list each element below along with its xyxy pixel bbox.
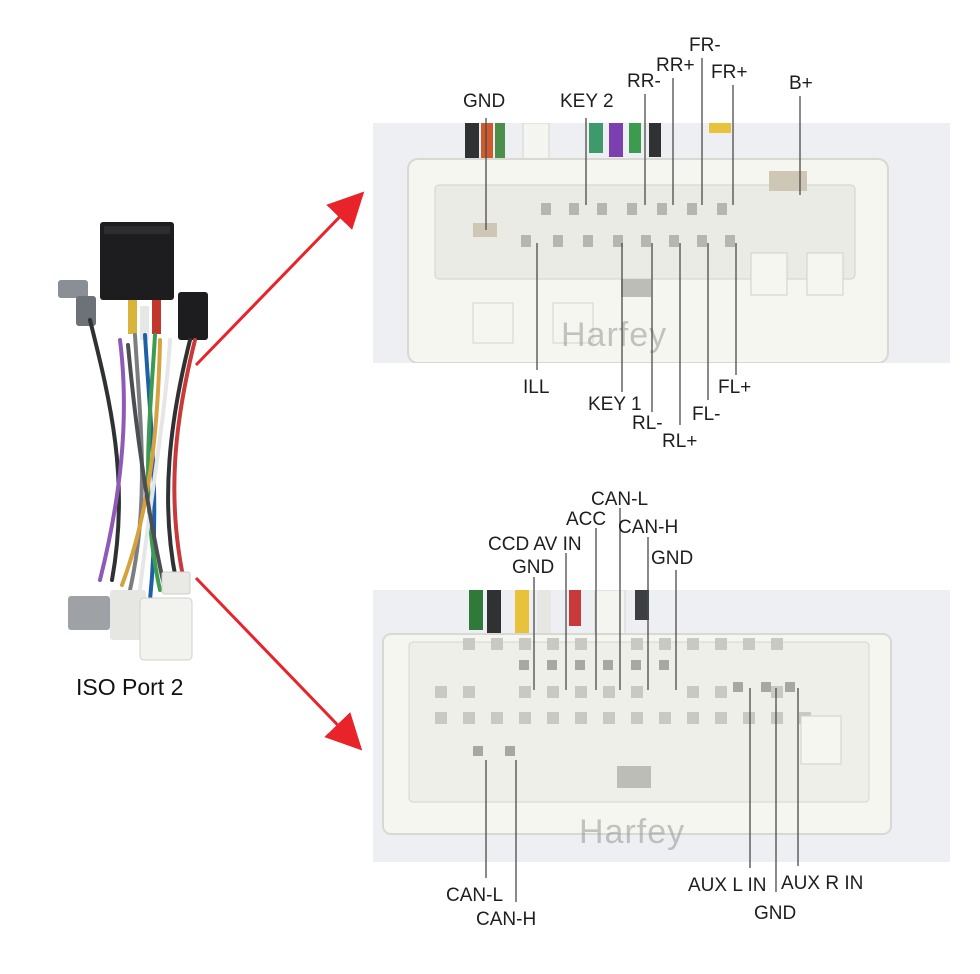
label-aux-r-in: AUX R IN (781, 873, 864, 894)
label-can-l-bottom: CAN-L (446, 885, 504, 906)
terminal-pins (473, 660, 795, 756)
label-key2: KEY 2 (560, 91, 614, 112)
watermark: Harfey (561, 316, 668, 354)
harness-connector-grey (68, 596, 110, 630)
rca-plug-white (140, 306, 149, 340)
antenna-plug (58, 280, 88, 298)
label-can-l-top: CAN-L (591, 489, 649, 510)
rca-plug-red (152, 300, 161, 334)
black-plug (178, 292, 208, 340)
label-acc: ACC (566, 509, 607, 530)
label-rl-minus: RL- (632, 413, 663, 434)
label-rr-minus: RR- (627, 71, 661, 92)
harness-connector-white-1 (110, 590, 146, 640)
label-can-h-top: CAN-H (618, 517, 679, 538)
label-fl-plus: FL+ (718, 377, 752, 398)
arrow-to-top-connector (194, 191, 365, 367)
label-ill: ILL (523, 377, 550, 398)
harness-connector-white-2 (139, 597, 193, 661)
label-ccd-av-in: CCD AV IN (488, 534, 582, 555)
label-gnd-right: GND (651, 548, 694, 569)
top-connector-photo: Harfey (373, 123, 950, 363)
harness-adapter-box (100, 222, 174, 300)
arrow-to-bottom-connector (194, 576, 363, 751)
label-rr-plus: RR+ (656, 55, 695, 76)
label-gnd-bottom: GND (754, 903, 797, 924)
wire-bundle (88, 318, 197, 602)
leader-lines (485, 58, 801, 902)
label-fr-plus: FR+ (711, 62, 748, 83)
watermark: Harfey (579, 813, 686, 851)
iso-port-caption: ISO Port 2 (76, 674, 184, 700)
label-key1: KEY 1 (588, 394, 642, 415)
label-fl-minus: FL- (692, 404, 721, 425)
pin-row-2 (473, 223, 735, 247)
bottom-connector-photo: Harfey (373, 590, 950, 862)
label-gnd: GND (463, 91, 506, 112)
label-aux-l-in: AUX L IN (688, 875, 767, 896)
socket-grid (435, 638, 811, 724)
label-fr-minus: FR- (689, 35, 721, 56)
label-can-h-bottom: CAN-H (476, 909, 537, 930)
label-rl-plus: RL+ (662, 431, 698, 452)
label-b-plus: B+ (789, 73, 813, 94)
label-gnd-left: GND (512, 557, 555, 578)
pin-row-1 (541, 171, 807, 215)
rca-plug-yellow (128, 300, 137, 334)
